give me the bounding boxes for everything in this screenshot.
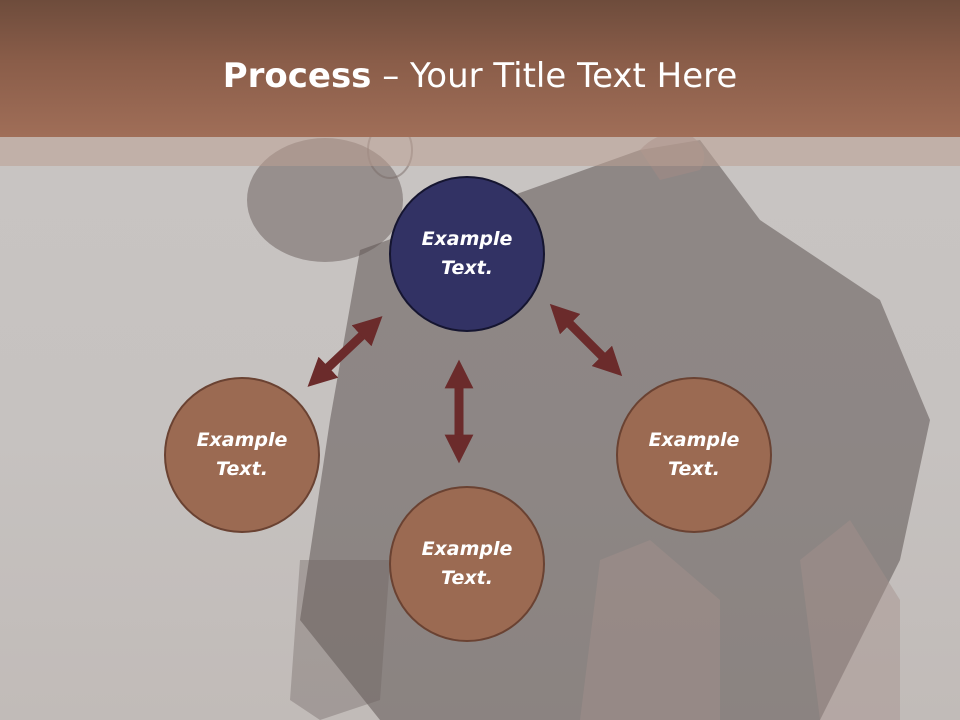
center-circle-line1: Example	[421, 228, 513, 250]
center-circle[interactable]: Example Text.	[389, 176, 545, 332]
slide-title: Process – Your Title Text Here	[0, 52, 960, 100]
photo-head	[247, 138, 403, 262]
left-circle-line2: Text.	[216, 458, 268, 480]
bottom-circle-line2: Text.	[441, 567, 493, 589]
left-circle-line1: Example	[196, 429, 288, 451]
right-circle[interactable]: Example Text.	[616, 377, 772, 533]
right-circle-line1: Example	[648, 429, 740, 451]
double-arrow-right-icon	[549, 303, 623, 377]
left-circle[interactable]: Example Text.	[164, 377, 320, 533]
photo-leg-right	[800, 520, 900, 720]
bottom-circle[interactable]: Example Text.	[389, 486, 545, 642]
double-arrow-left-icon	[307, 316, 383, 387]
title-bold: Process	[222, 56, 372, 96]
bottom-circle-line1: Example	[421, 538, 513, 560]
right-circle-line2: Text.	[668, 458, 720, 480]
photo-leg-left	[580, 540, 720, 720]
title-bar	[0, 0, 960, 137]
center-circle-line2: Text.	[441, 257, 493, 279]
photo-arm	[290, 560, 390, 720]
title-rest: – Your Title Text Here	[371, 56, 738, 96]
title-bar-band	[0, 137, 960, 166]
